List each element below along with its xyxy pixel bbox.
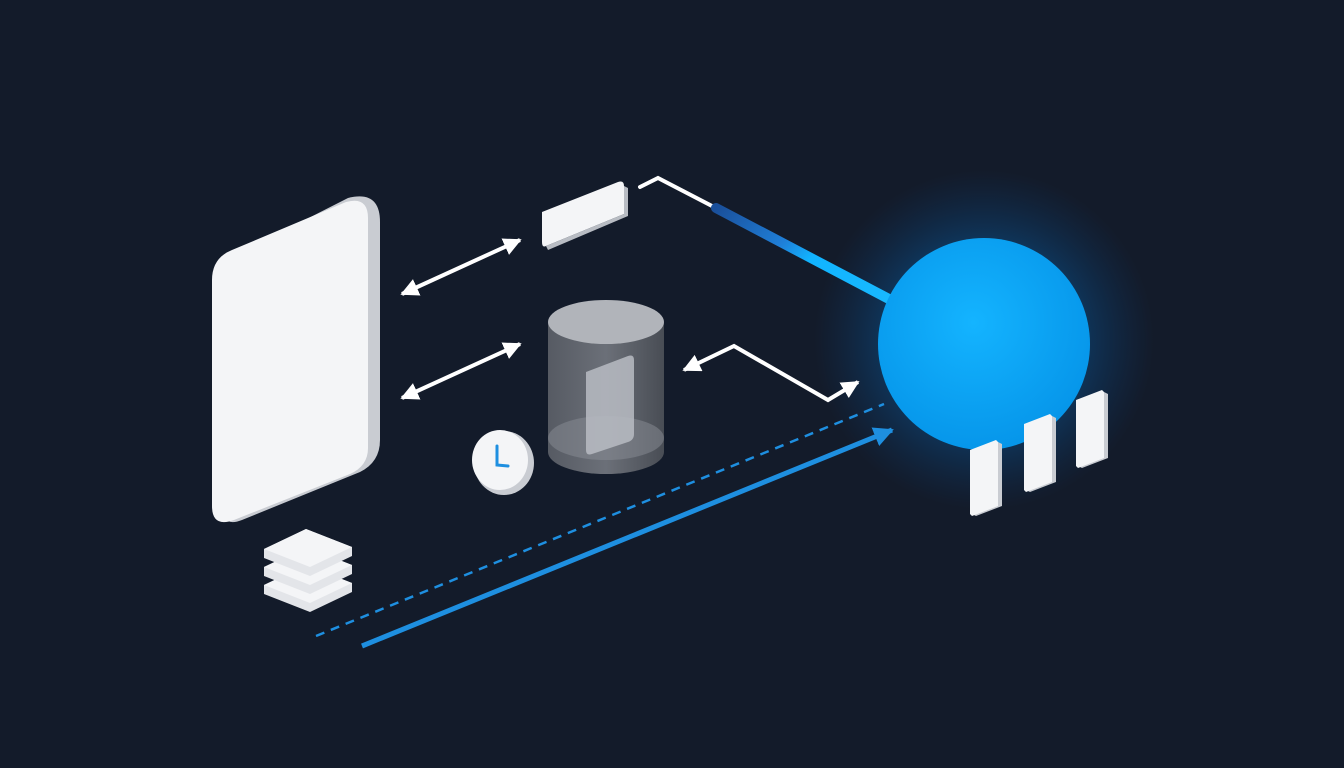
dashed-flow-line [315,402,885,638]
card-icon [542,181,628,250]
bar-column [1024,414,1056,492]
sync-arrow-middle [400,342,522,400]
glowing-core-icon [878,238,1090,450]
solid-flow-arrow [361,427,894,649]
database-cylinder-icon [548,300,664,474]
clock-icon [472,430,534,495]
bar-column [970,440,1002,516]
bar-columns-icon [970,390,1108,516]
device-panel-icon [212,196,380,523]
layers-stack-icon [264,529,352,612]
bar-column [1076,390,1108,468]
sync-arrow-top [400,238,522,296]
query-arrow [682,343,860,403]
